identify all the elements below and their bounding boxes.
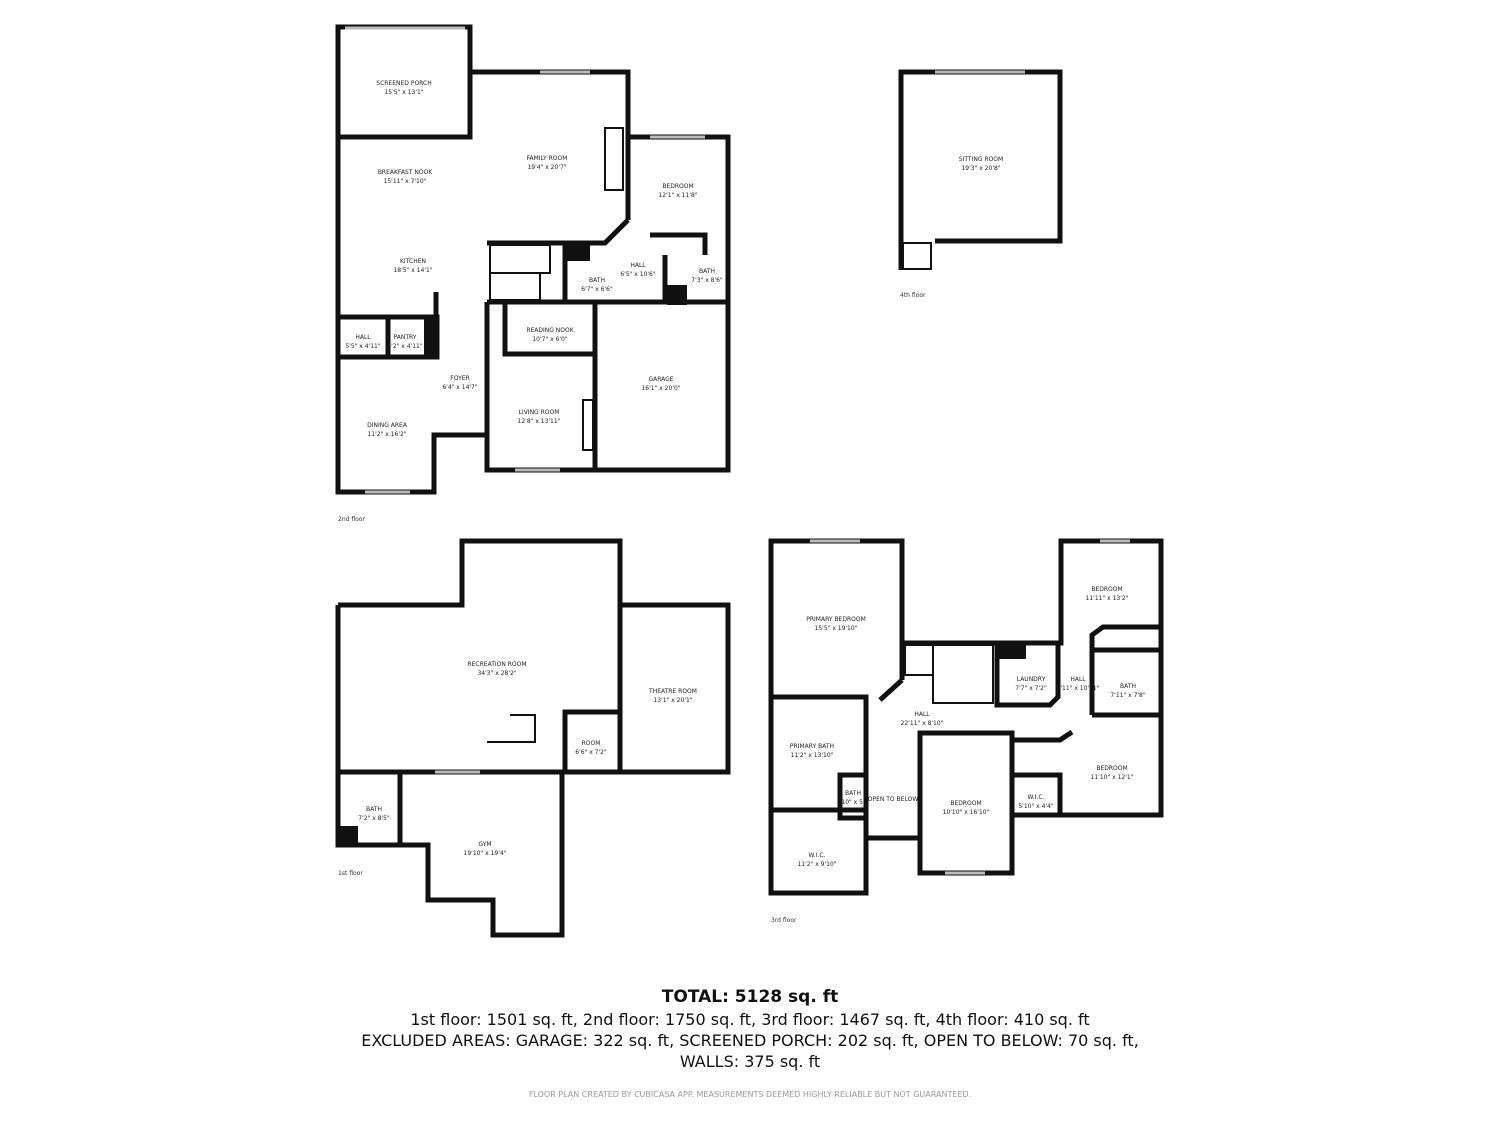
room-dims: 11'2" x 16'2" [367, 431, 406, 438]
room-dims: 34'3" x 28'2" [477, 670, 516, 677]
room-name: BEDROOM [1096, 765, 1127, 772]
room-name: BATH [699, 268, 715, 275]
room-name: GYM [478, 841, 491, 848]
fourth-floor-walls [898, 69, 1063, 270]
room-name: FAMILY ROOM [527, 155, 568, 162]
floor-label: 2nd floor [338, 516, 365, 523]
room-name: BEDROOM [1091, 586, 1122, 593]
room-dims: 5'5" x 4'11" [345, 343, 381, 350]
room-name: GARAGE [648, 376, 673, 383]
room-name: BEDROOM [950, 800, 981, 807]
room-name: PRIMARY BATH [790, 743, 834, 750]
room-dims: 5'10" x 4'4" [1018, 803, 1054, 810]
excluded-areas: EXCLUDED AREAS: GARAGE: 322 sq. ft, SCRE… [361, 1031, 1139, 1050]
room-dims: 13'1" x 20'1" [653, 697, 692, 704]
room-dims: 12'8" x 13'11" [518, 418, 561, 425]
room-name: RECREATION ROOM [467, 661, 526, 668]
room-dims: 7'7" x 7'2" [1015, 685, 1047, 692]
walls-area: WALLS: 375 sq. ft [679, 1052, 821, 1071]
room-dims: 4'2" x 4'11" [387, 343, 423, 350]
room-name: HALL [355, 334, 371, 341]
room-dims: 11'10" x 12'1" [1091, 774, 1134, 781]
room-dims: 7'3" x 8'6" [691, 277, 723, 284]
room-dims: 6'4" x 14'7" [442, 384, 478, 391]
room-dims: 19'3" x 20'8" [961, 165, 1000, 172]
room-dims: 6'5" x 10'6" [620, 271, 656, 278]
second-floor-walls [335, 24, 731, 495]
room-dims: 15'5" x 13'1" [384, 89, 423, 96]
room-name: HALL [1070, 676, 1086, 683]
total-area: TOTAL: 5128 sq. ft [661, 987, 839, 1007]
room-dims: 11'2" x 13'10" [791, 752, 834, 759]
room-name: LAUNDRY [1017, 676, 1046, 683]
room-dims: 10'10" x 16'10" [943, 809, 990, 816]
room-name: BATH [366, 806, 382, 813]
second-floor-labels: SCREENED PORCH 15'5" x 13'1" BREAKFAST NO… [338, 80, 723, 523]
room-name: DINING AREA [367, 422, 408, 429]
room-dims: 10" x 5' [841, 799, 865, 806]
room-name: HALL [630, 262, 646, 269]
floor-label: 3rd floor [771, 917, 797, 924]
room-name: W.I.C. [1028, 794, 1045, 801]
room-dims: 15'11" x 7'10" [384, 178, 427, 185]
room-dims: 7'2" x 8'5" [358, 815, 390, 822]
room-name: SITTING ROOM [959, 156, 1003, 163]
room-name: PANTRY [394, 334, 417, 341]
room-dims: 6'6" x 7'2" [575, 749, 607, 756]
room-dims: 7'11" x 7'8" [1110, 692, 1146, 699]
room-dims: 19'4" x 20'7" [527, 164, 566, 171]
room-dims: 15'5" x 19'10" [815, 625, 858, 632]
third-floor-labels: PRIMARY BEDROOM 15'5" x 19'10" HALL 22'11"… [771, 586, 1146, 924]
room-name: SCREENED PORCH [376, 80, 431, 87]
room-name: BEDROOM [662, 183, 693, 190]
floor-areas: 1st floor: 1501 sq. ft, 2nd floor: 1750 … [410, 1010, 1090, 1029]
fourth-floor-labels: SITTING ROOM 19'3" x 20'8" 4th floor [900, 156, 1003, 299]
room-name: BATH [845, 790, 861, 797]
room-dims: 19'10" x 19'4" [464, 850, 507, 857]
disclaimer-footer: FLOOR PLAN CREATED BY CUBICASA APP. MEAS… [528, 1090, 972, 1099]
room-dims: 6'7" x 6'6" [581, 286, 613, 293]
room-dims: 10'7" x 6'0" [532, 336, 568, 343]
room-name: READING NOOK [526, 327, 574, 334]
floor-label: 1st floor [338, 870, 363, 877]
room-name: THEATRE ROOM [648, 688, 697, 695]
room-name: HALL [914, 711, 930, 718]
room-name: FOYER [450, 375, 469, 382]
room-name: BATH [589, 277, 605, 284]
room-name: PRIMARY BEDROOM [806, 616, 866, 623]
room-name: BREAKFAST NOOK [378, 169, 433, 176]
room-name: W.I.C. [809, 852, 826, 859]
room-dims: 11'11" x 13'2" [1086, 595, 1129, 602]
room-dims: 16'1" x 20'0" [641, 385, 680, 392]
room-name: KITCHEN [400, 258, 426, 265]
room-dims: 12'1" x 11'8" [658, 192, 697, 199]
room-name: ROOM [582, 740, 601, 747]
floor-label: 4th floor [900, 292, 926, 299]
room-name: LIVING ROOM [519, 409, 560, 416]
room-dims: 3'11" x 10'11" [1057, 685, 1100, 692]
third-floor-walls [768, 538, 1164, 896]
first-floor-labels: RECREATION ROOM 34'3" x 28'2" THEATRE ROO… [338, 661, 697, 877]
room-name: BATH [1120, 683, 1136, 690]
room-dims: 11'2" x 9'10" [797, 861, 836, 868]
first-floor-walls [335, 538, 731, 938]
room-dims: 22'11" x 8'10" [901, 720, 944, 727]
room-name: OPEN TO BELOW [868, 796, 919, 803]
room-dims: 18'5" x 14'1" [393, 267, 432, 274]
